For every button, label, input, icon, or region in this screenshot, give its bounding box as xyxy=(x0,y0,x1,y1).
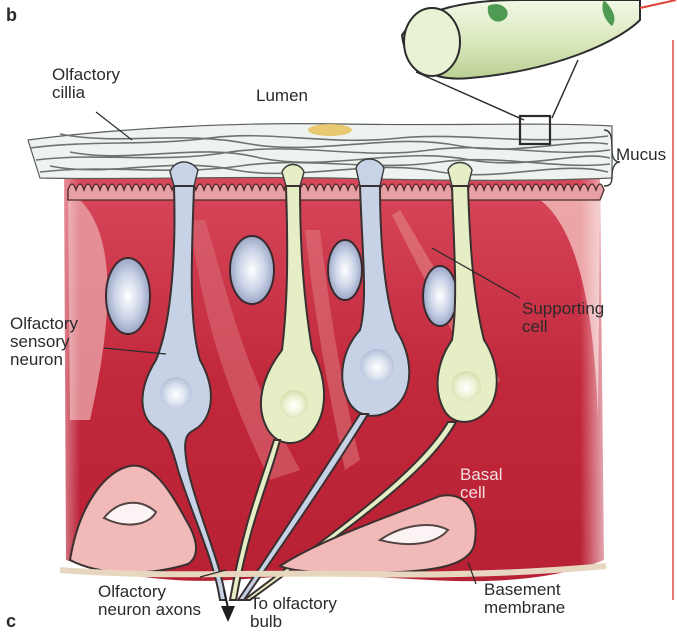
label-olfactory-cillia: Olfactory cillia xyxy=(52,66,120,102)
label-olfactory-neuron-axons: Olfactory neuron axons xyxy=(98,583,201,619)
label-lumen: Lumen xyxy=(256,87,308,105)
label-to-olfactory-bulb: To olfactory bulb xyxy=(250,595,337,631)
label-supporting-cell: Supporting cell xyxy=(522,300,604,336)
label-basal-cell: Basal cell xyxy=(460,466,503,502)
label-mucus: Mucus xyxy=(616,146,666,164)
label-olfactory-sensory-neuron: Olfactory sensory neuron xyxy=(10,315,78,369)
label-basement-membrane: Basement membrane xyxy=(484,581,565,617)
panel-label-c: c xyxy=(6,612,16,630)
mucus-layer xyxy=(28,116,620,186)
magnified-cilium-inset xyxy=(402,0,676,120)
panel-label-b: b xyxy=(6,6,17,24)
